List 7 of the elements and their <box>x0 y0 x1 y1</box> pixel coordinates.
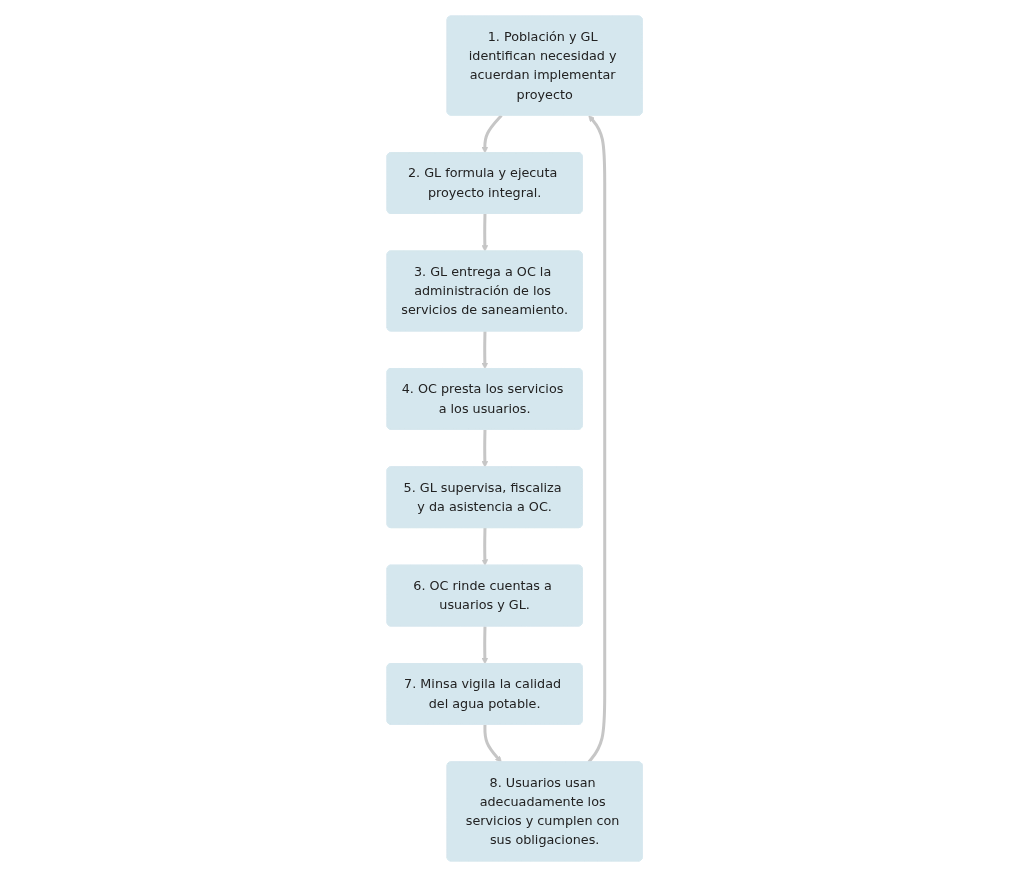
arrow <box>483 724 502 763</box>
arrow <box>481 626 488 665</box>
arrow <box>481 429 488 468</box>
arrow <box>481 213 488 252</box>
arrow <box>481 331 488 370</box>
arrow <box>481 114 503 154</box>
arrow <box>481 528 488 566</box>
